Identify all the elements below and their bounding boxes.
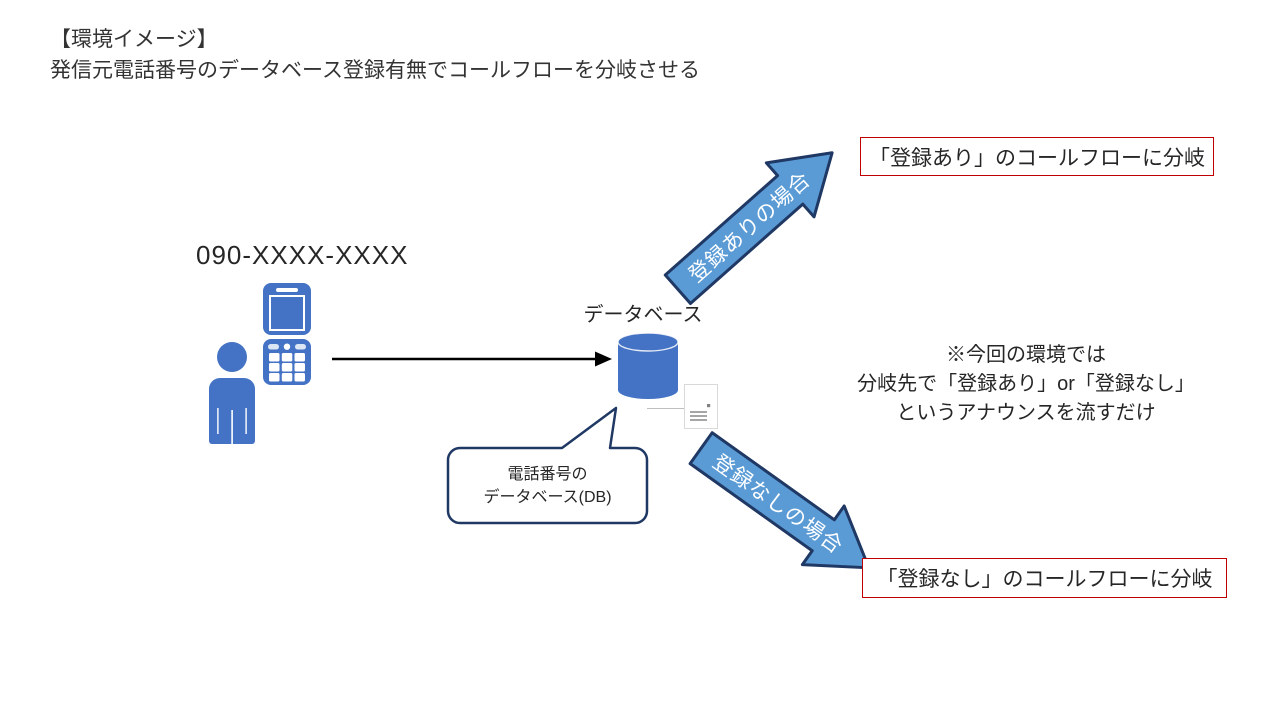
- result-box-unregistered: 「登録なし」のコールフローに分岐: [862, 558, 1227, 598]
- callout-text: 電話番号の データベース(DB): [448, 448, 647, 523]
- title-line2: 発信元電話番号のデータベース登録有無でコールフローを分岐させる: [50, 59, 700, 82]
- document-icon: [684, 384, 718, 434]
- branch-arrow-registered: 登録ありの場合: [651, 123, 859, 319]
- database-label: データベース: [583, 304, 703, 326]
- caller-number-label: 090-XXXX-XXXX: [196, 240, 409, 270]
- note-text: ※今回の環境では 分岐先で「登録あり」or「登録なし」 というアナウンスを流すだ…: [840, 341, 1212, 428]
- mobile-phone-icon: [263, 283, 311, 390]
- person-icon: [206, 342, 258, 449]
- result-box-registered: 「登録あり」のコールフローに分岐: [860, 137, 1214, 176]
- callout-line2: データベース(DB): [483, 488, 612, 506]
- branch-arrow-unregistered: 登録なしの場合: [677, 416, 892, 600]
- right-arrow-icon: [330, 348, 620, 375]
- note-line3: というアナウンスを流すだけ: [896, 402, 1156, 424]
- database-cylinder-icon: [617, 332, 679, 407]
- connector-line: [647, 408, 685, 409]
- page-title: 【環境イメージ】 発信元電話番号のデータベース登録有無でコールフローを分岐させる: [50, 24, 700, 86]
- note-line1: ※今回の環境では: [946, 344, 1106, 366]
- callout-bubble: [446, 400, 651, 531]
- title-line1: 【環境イメージ】: [50, 28, 218, 51]
- callout-line1: 電話番号の: [507, 465, 588, 483]
- note-line2: 分岐先で「登録あり」or「登録なし」: [857, 373, 1195, 395]
